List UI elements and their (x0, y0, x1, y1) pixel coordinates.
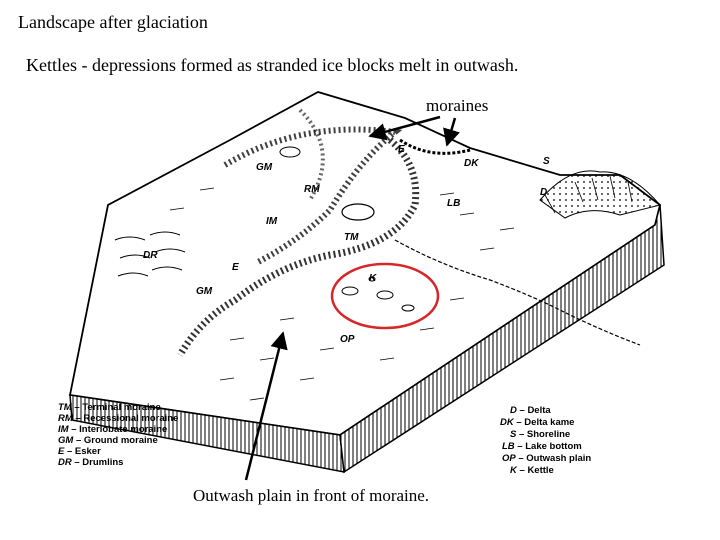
label-gm: GM (256, 162, 273, 173)
legend-right-name: Delta (527, 405, 551, 416)
legend-left-name: Drumlins (82, 457, 123, 468)
svg-text:DK – Delta kame: DK – Delta kame (500, 417, 574, 428)
svg-text:GM – Ground moraine: GM – Ground moraine (58, 435, 158, 446)
legend-left-name: Ground moraine (84, 435, 158, 446)
svg-text:OP – Outwash plain: OP – Outwash plain (502, 453, 591, 464)
svg-text:DR – Drumlins: DR – Drumlins (58, 457, 123, 468)
legend-right-abbr: LB (502, 441, 515, 452)
label-tm: TM (344, 232, 359, 243)
legend-right-name: Kettle (527, 465, 553, 476)
moraines-arrow-right (443, 117, 460, 147)
legend-right-abbr: OP (502, 453, 516, 464)
slide-subtitle: Kettles - depressions formed as stranded… (26, 55, 519, 75)
label-rm: RM (304, 184, 320, 195)
label-e2: E (232, 262, 239, 273)
svg-text:E – Esker: E – Esker (58, 446, 101, 457)
legend-right-name: Outwash plain (526, 453, 591, 464)
legend-right-abbr: S (510, 429, 517, 440)
interlobate-moraine-ridge (298, 108, 325, 202)
legend-left-abbr: DR (58, 457, 72, 468)
legend-right-name: Delta kame (524, 417, 574, 428)
outwash-callout: Outwash plain in front of moraine. (193, 486, 430, 505)
moraines-callout: moraines (426, 96, 489, 115)
block-side-face (339, 204, 665, 474)
svg-text:IM – Interlobate moraine: IM – Interlobate moraine (58, 424, 167, 435)
label-op: OP (340, 334, 355, 345)
legend-left-abbr: GM (58, 435, 74, 446)
drumlins (114, 231, 186, 277)
label-k: K (369, 273, 377, 284)
svg-text:S – Shoreline: S – Shoreline (510, 429, 570, 440)
delta-hills (539, 170, 661, 219)
label-gm2: GM (196, 286, 213, 297)
svg-text:RM – Recessional moraine: RM – Recessional moraine (58, 413, 178, 424)
legend-left-name: Recessional moraine (83, 413, 178, 424)
kettles (341, 276, 415, 312)
label-lb: LB (447, 198, 460, 209)
legend-left-abbr: TM (58, 402, 73, 413)
legend-right: D – Delta DK – Delta kame S – Shoreline … (500, 405, 591, 476)
legend-left-name: Interlobate moraine (79, 424, 167, 435)
outwash-arrow (244, 331, 288, 481)
legend-right-name: Lake bottom (525, 441, 581, 452)
stream (394, 239, 641, 346)
pond (279, 146, 301, 158)
esker-ridge (399, 138, 471, 155)
block-top-surface (68, 91, 662, 436)
legend-left-abbr: E (58, 446, 65, 457)
legend-left-name: Terminal moraine (82, 402, 161, 413)
svg-text:K – Kettle: K – Kettle (510, 465, 554, 476)
moraines-arrow-left (368, 115, 441, 141)
legend-left-abbr: IM (58, 424, 70, 435)
svg-text:TM – Terminal moraine: TM – Terminal moraine (58, 402, 161, 413)
slide-title: Landscape after glaciation (18, 12, 208, 32)
label-dk: DK (464, 158, 479, 169)
label-d: D (540, 187, 547, 198)
legend-left-name: Esker (75, 446, 101, 457)
svg-text:LB – Lake bottom: LB – Lake bottom (502, 441, 582, 452)
lake (341, 203, 375, 221)
label-dr: DR (143, 250, 158, 261)
legend-right-abbr: K (510, 465, 518, 476)
label-e: E (398, 144, 405, 155)
recessional-moraine-ridge (223, 126, 403, 265)
svg-text:D – Delta: D – Delta (510, 405, 551, 416)
legend-right-name: Shoreline (527, 429, 570, 440)
legend-right-abbr: D (510, 405, 517, 416)
label-im: IM (266, 216, 278, 227)
label-s: S (543, 156, 550, 167)
legend-left: TM – Terminal moraine RM – Recessional m… (58, 402, 178, 468)
outwash-texture (169, 187, 515, 401)
kettle-highlight-circle (330, 262, 440, 330)
terminal-moraine-ridge (176, 137, 420, 357)
legend-left-abbr: RM (58, 413, 74, 424)
legend-right-abbr: DK (500, 417, 515, 428)
